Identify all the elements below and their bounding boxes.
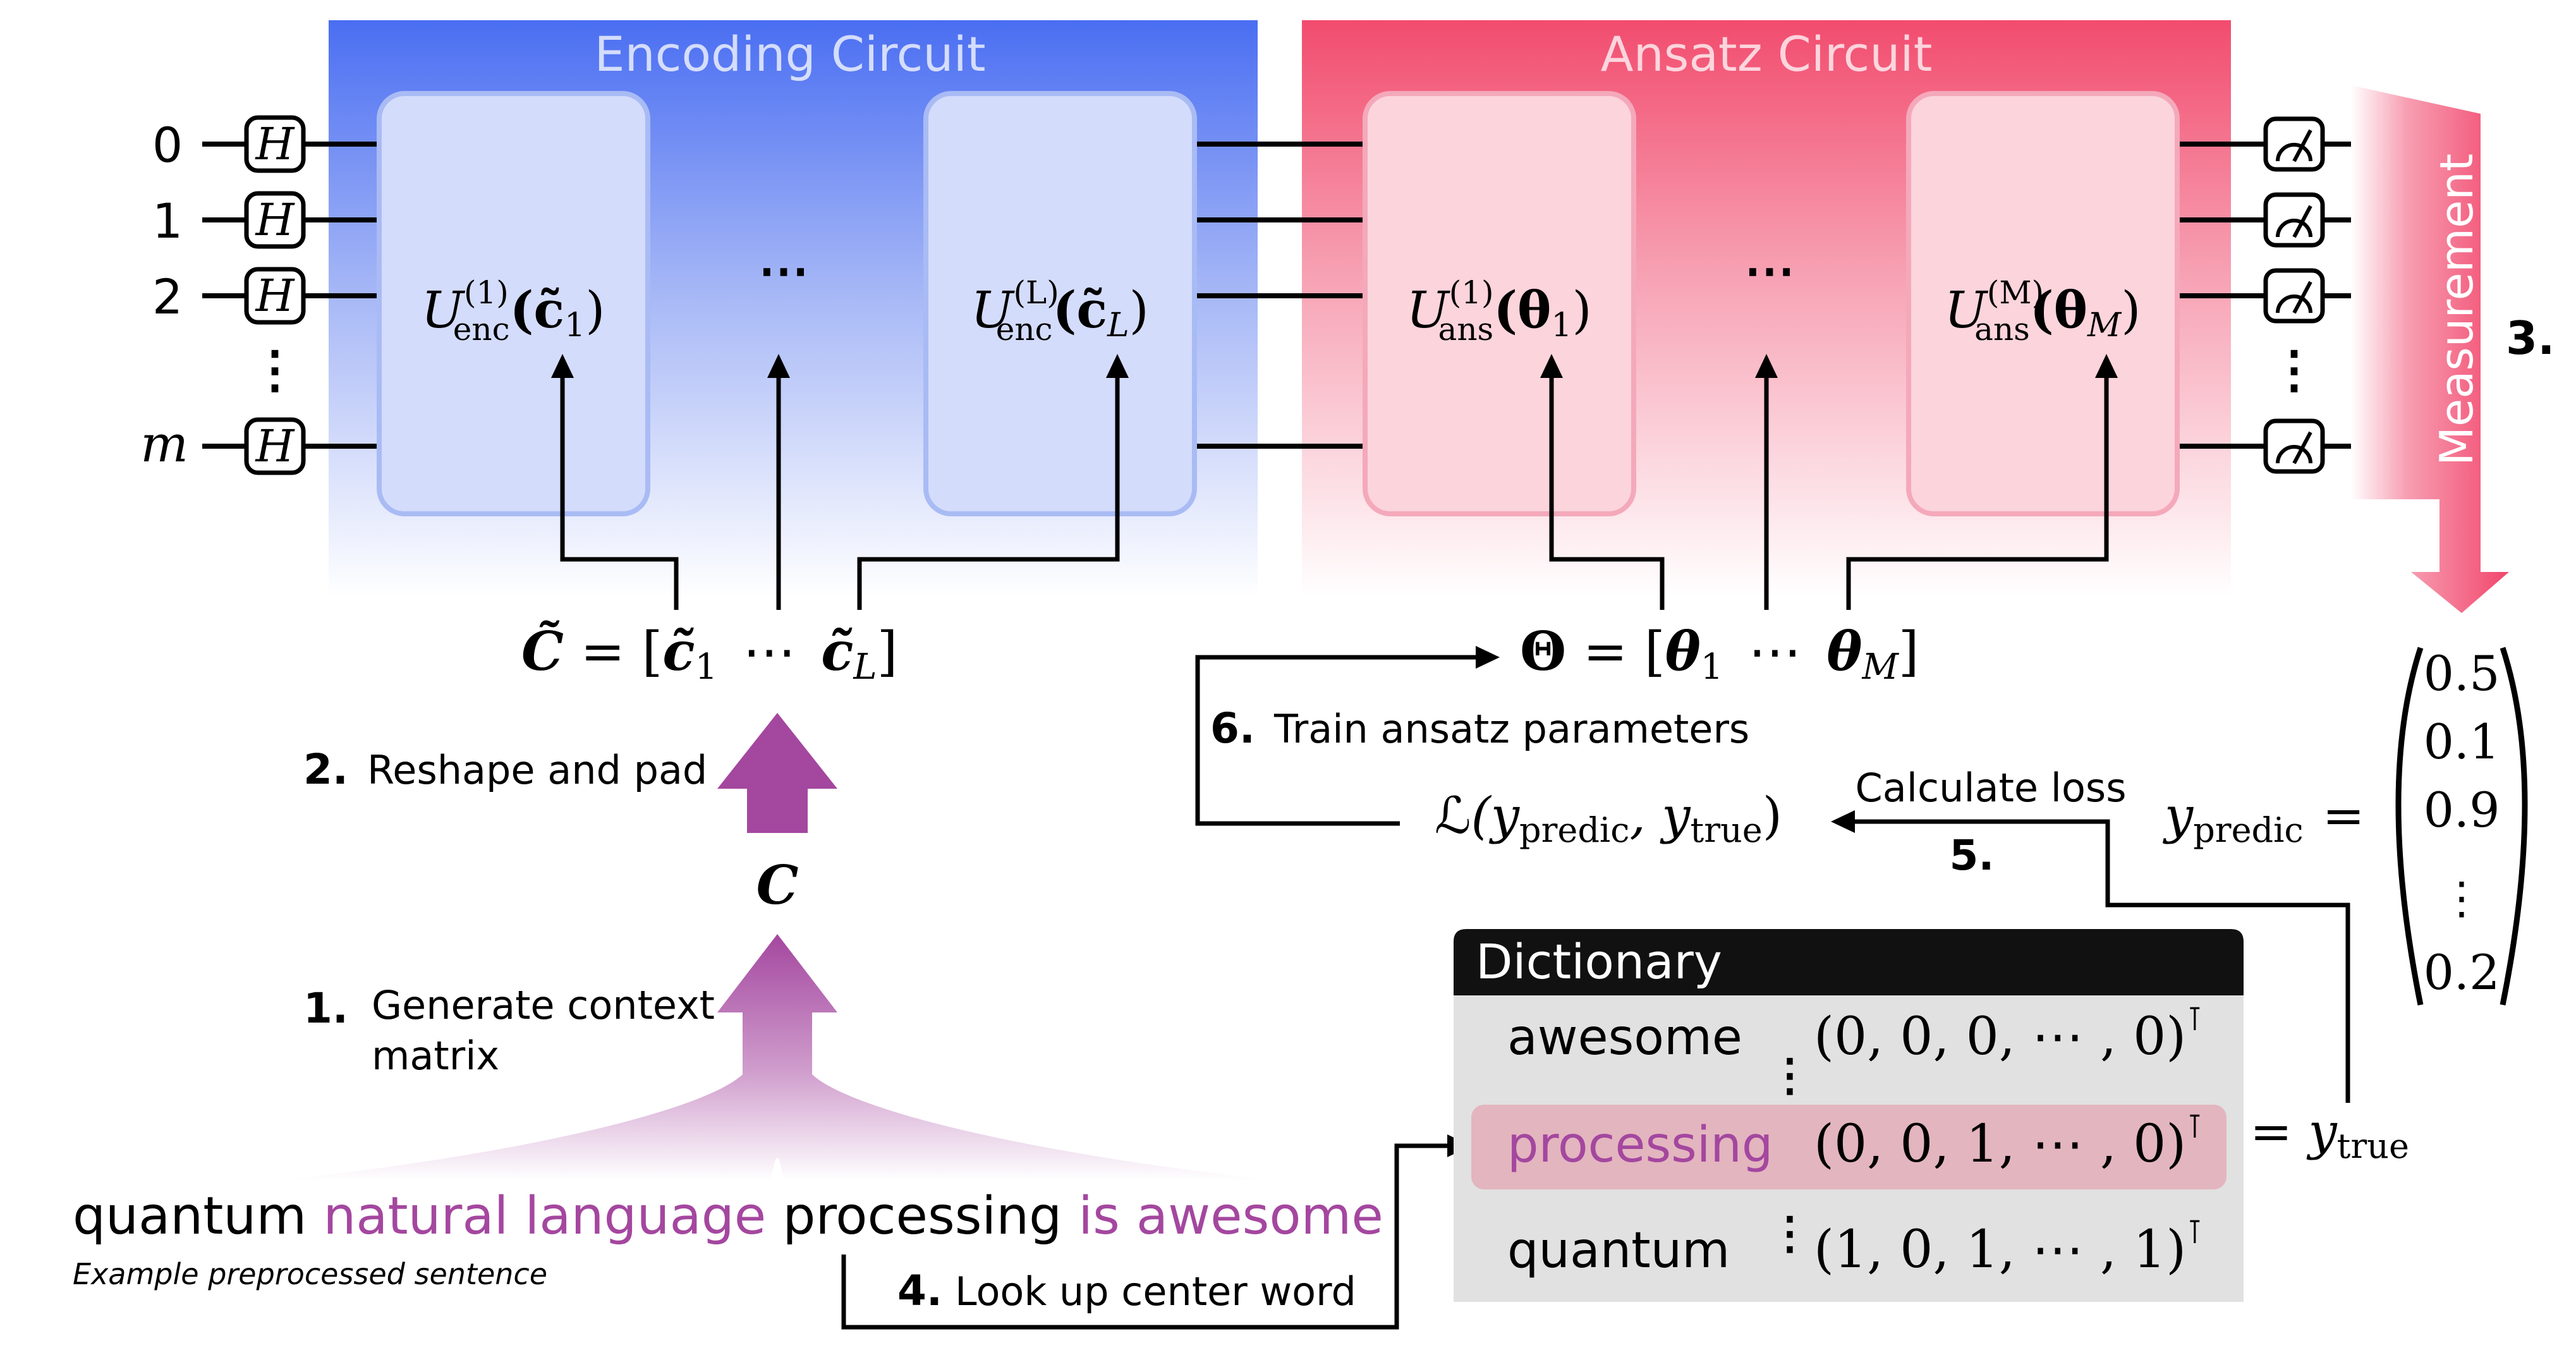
measurement-step-number: 3. xyxy=(2506,312,2555,365)
meter-icon-1 xyxy=(2263,192,2325,248)
encoding-circuit-title: Encoding Circuit xyxy=(594,26,985,82)
meter-icon-2 xyxy=(2263,268,2325,324)
prediction-value-4: 0.2 xyxy=(2424,944,2500,1000)
parameter-connectors xyxy=(559,368,2110,610)
step-5-number: 5. xyxy=(1950,831,1995,880)
dictionary-vector-processing: (0, 0, 1, ⋯ , 0)⊺ xyxy=(1814,1108,2203,1174)
step-5-text: Calculate loss xyxy=(1855,765,2126,811)
y-true-label: = ytrue xyxy=(2250,1102,2409,1166)
hadamard-gate-0: H xyxy=(244,115,306,173)
train-connector xyxy=(1195,655,1482,826)
connector-arrowheads xyxy=(551,354,2118,378)
y-predic-label: ypredic= xyxy=(2163,786,2365,850)
dictionary-vdots-1: ⋮ xyxy=(1768,1048,1812,1101)
prediction-right-paren xyxy=(2500,647,2528,1006)
prediction-value-1: 0.1 xyxy=(2424,714,2500,770)
dictionary-vector-awesome: (0, 0, 0, ⋯ , 0)⊺ xyxy=(1814,1000,2203,1067)
hadamard-gate-1: H xyxy=(244,191,306,249)
train-arrowhead xyxy=(1476,646,1500,669)
dictionary-vector-quantum: (1, 0, 1, ⋯ , 1)⊺ xyxy=(1814,1213,2203,1280)
loss-function: ℒ(ypredic, ytrue) xyxy=(1435,786,1782,850)
qubit-vdots: ⋮ xyxy=(250,339,300,399)
step-6-label: 6.Train ansatz parameters xyxy=(1210,704,1749,753)
dictionary-word-quantum: quantum xyxy=(1507,1222,1730,1279)
prediction-value-2: 0.9 xyxy=(2424,782,2500,838)
dictionary-title: Dictionary xyxy=(1476,933,1722,990)
ansatz-circuit-title: Ansatz Circuit xyxy=(1601,26,1933,82)
dictionary-word-processing: processing xyxy=(1507,1117,1773,1174)
example-sentence: quantum natural language processing is a… xyxy=(73,1186,1383,1246)
dictionary-highlight-row xyxy=(1471,1105,2227,1189)
hadamard-label: H xyxy=(254,270,295,322)
svg-text:U(M)ans(θM): U(M)ans(θM) xyxy=(1945,274,2141,348)
measurement-arrow xyxy=(2351,85,2509,613)
hadamard-label: H xyxy=(254,194,295,246)
measurement-gates xyxy=(2263,116,2325,474)
generate-context-arrow xyxy=(278,934,1277,1181)
loss-connector xyxy=(1849,819,2350,1103)
theta-matrix: Θ = [θ1⋯θM] xyxy=(1520,620,1919,688)
step-1-line2: matrix xyxy=(372,1033,499,1079)
ansatz-block-last: U(M)ans(θM) xyxy=(1906,91,2180,516)
c-tilde-matrix: C̃ = [c̃1⋯c̃L] xyxy=(521,620,897,688)
hadamard-gate-2: H xyxy=(244,267,306,325)
context-matrix-label: C xyxy=(756,854,799,916)
svg-text:U(L)enc(c̃L): U(L)enc(c̃L) xyxy=(971,274,1149,348)
qubit-wires xyxy=(202,142,2357,449)
hadamard-gate-m: H xyxy=(244,417,306,475)
dictionary-panel: Dictionary awesome (0, 0, 0, ⋯ , 0)⊺ ⋮ p… xyxy=(1454,929,2244,1302)
meter-icon-m xyxy=(2263,418,2325,474)
step-1-line1: Generate context xyxy=(372,982,715,1028)
hadamard-label: H xyxy=(254,118,295,170)
qubit-label-2: 2 xyxy=(152,269,183,325)
prediction-vdots: ⋮ xyxy=(2439,872,2484,924)
dictionary-vdots-2: ⋮ xyxy=(1768,1206,1812,1259)
prediction-value-0: 0.5 xyxy=(2424,645,2500,702)
svg-text:U(1)enc(c̃1): U(1)enc(c̃1) xyxy=(422,274,605,348)
qubit-label-m: m xyxy=(140,415,188,473)
measurement-label: Measurement xyxy=(2430,154,2483,466)
dictionary-word-awesome: awesome xyxy=(1507,1009,1742,1066)
loss-arrowhead xyxy=(1831,810,1855,833)
encoding-block-first: U(1)enc(c̃1) xyxy=(377,91,650,516)
lookup-connector xyxy=(841,1143,1457,1330)
step-1-number: 1. xyxy=(303,984,348,1033)
encoding-dots: ⋯ xyxy=(758,240,809,300)
sentence-caption: Example preprocessed sentence xyxy=(73,1257,547,1291)
ansatz-block-first: U(1)ans(θ1) xyxy=(1363,91,1636,516)
qubit-label-1: 1 xyxy=(152,193,183,249)
reshape-arrow xyxy=(717,713,837,833)
meter-vdots: ⋮ xyxy=(2269,339,2319,399)
prediction-left-paren xyxy=(2395,647,2424,1006)
step-2-label: 2.Reshape and pad xyxy=(303,745,707,794)
step-4-label: 4.Look up center word xyxy=(897,1267,1356,1315)
svg-text:U(1)ans(θ1): U(1)ans(θ1) xyxy=(1406,274,1591,348)
meter-icon-0 xyxy=(2263,116,2325,172)
qubit-label-0: 0 xyxy=(152,117,183,173)
encoding-block-last: U(L)enc(c̃L) xyxy=(923,91,1197,516)
hadamard-gates: H H H H xyxy=(244,115,306,475)
ansatz-dots: ⋯ xyxy=(1744,240,1795,300)
hadamard-label: H xyxy=(254,420,295,472)
